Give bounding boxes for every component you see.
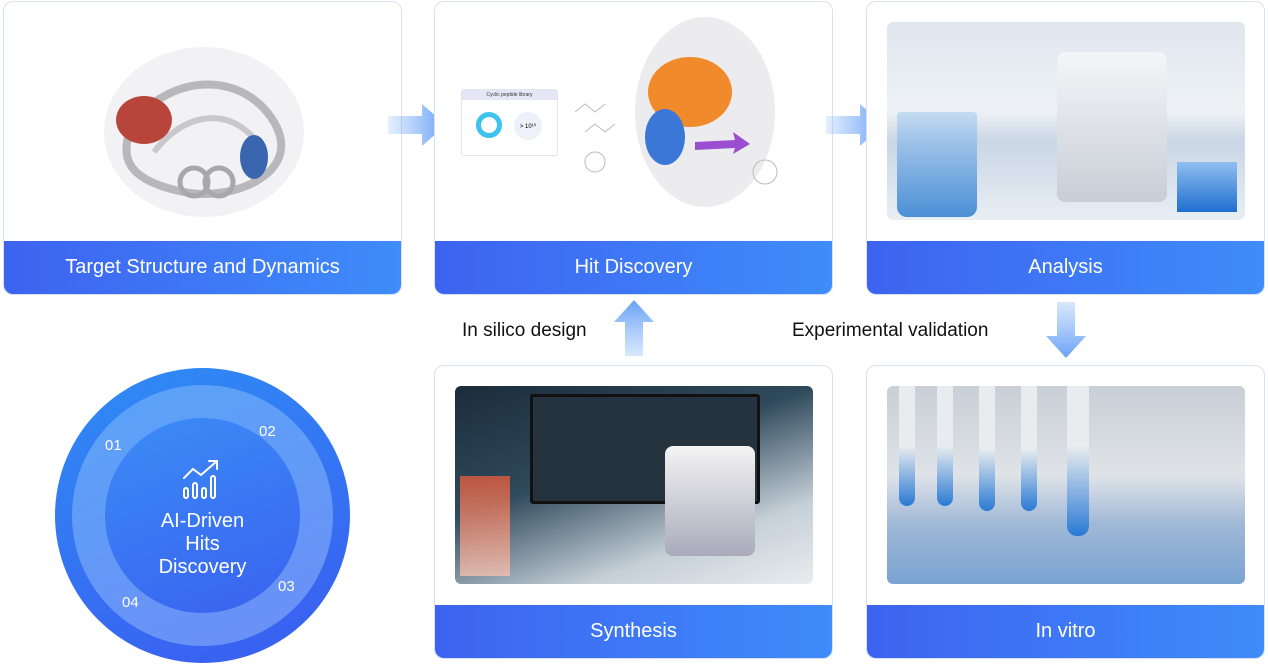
chart-growth-icon	[183, 460, 218, 499]
card-hit-discovery: Cyclic peptide library > 10¹⁰ Hit Discov…	[434, 1, 833, 295]
protein-complex-image	[575, 17, 778, 207]
cycle-number-04: 04	[122, 594, 139, 611]
step-label-in-vitro: In vitro	[867, 605, 1264, 658]
experimental-validation-label: Experimental validation	[792, 320, 989, 341]
cycle-title: AI-Driven Hits Discovery	[158, 510, 247, 578]
cycle-number-02: 02	[259, 423, 276, 440]
cyclic-peptide-library-inset: Cyclic peptide library > 10¹⁰	[461, 89, 558, 156]
cycle-number-01: 01	[105, 437, 122, 454]
card-analysis: Analysis	[866, 1, 1265, 295]
arrow-down-icon	[1046, 302, 1086, 358]
ai-driven-cycle: AI-Driven Hits Discovery 01 02 03 04	[55, 368, 350, 663]
arrow-right-icon	[388, 104, 446, 146]
step-label-target: Target Structure and Dynamics	[4, 241, 401, 294]
card-target-structure: Target Structure and Dynamics	[3, 1, 402, 295]
protein-structure-image	[104, 47, 304, 217]
step-label-synthesis: Synthesis	[435, 605, 832, 658]
lab-microscope-photo	[887, 22, 1245, 220]
card-in-vitro: In vitro	[866, 365, 1265, 659]
in-silico-design-label: In silico design	[462, 320, 587, 341]
pipette-photo	[887, 386, 1245, 584]
arrow-up-icon	[614, 300, 654, 356]
step-label-hit-discovery: Hit Discovery	[435, 241, 832, 294]
step-label-analysis: Analysis	[867, 241, 1264, 294]
cycle-number-03: 03	[278, 578, 295, 595]
card-synthesis: Synthesis	[434, 365, 833, 659]
peptide-ring-icon	[476, 112, 502, 138]
lab-computer-photo	[455, 386, 813, 584]
